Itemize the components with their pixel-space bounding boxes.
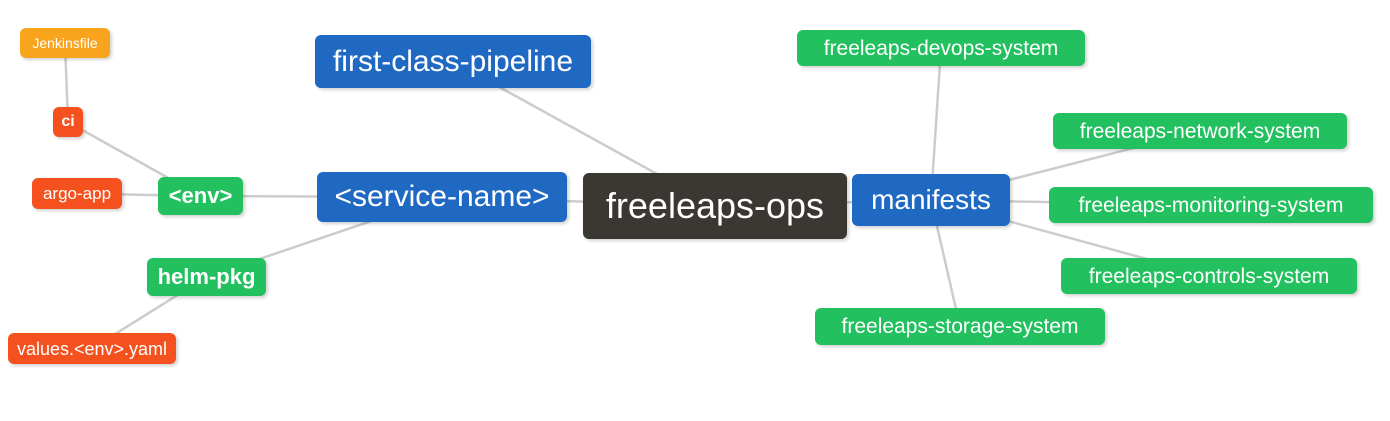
mindmap-node-service_name[interactable]: <service-name>	[317, 172, 567, 222]
mindmap-node-argo_app[interactable]: argo-app	[32, 178, 122, 209]
mindmap-node-network_system[interactable]: freeleaps-network-system	[1053, 113, 1347, 149]
mindmap-node-manifests[interactable]: manifests	[852, 174, 1010, 226]
mindmap-node-controls_system[interactable]: freeleaps-controls-system	[1061, 258, 1357, 294]
mindmap-node-jenkinsfile[interactable]: Jenkinsfile	[20, 28, 110, 58]
mindmap-node-env[interactable]: <env>	[158, 177, 243, 215]
mindmap-node-ci[interactable]: ci	[53, 107, 83, 137]
mindmap-node-freeleaps_ops[interactable]: freeleaps-ops	[583, 173, 847, 239]
mindmap-node-helm_pkg[interactable]: helm-pkg	[147, 258, 266, 296]
mindmap-node-devops_system[interactable]: freeleaps-devops-system	[797, 30, 1085, 66]
mindmap-node-storage_system[interactable]: freeleaps-storage-system	[815, 308, 1105, 345]
mindmap-node-values_env_yaml[interactable]: values.<env>.yaml	[8, 333, 176, 364]
mindmap-node-first_class_pipeline[interactable]: first-class-pipeline	[315, 35, 591, 88]
mindmap-node-monitoring_system[interactable]: freeleaps-monitoring-system	[1049, 187, 1373, 223]
